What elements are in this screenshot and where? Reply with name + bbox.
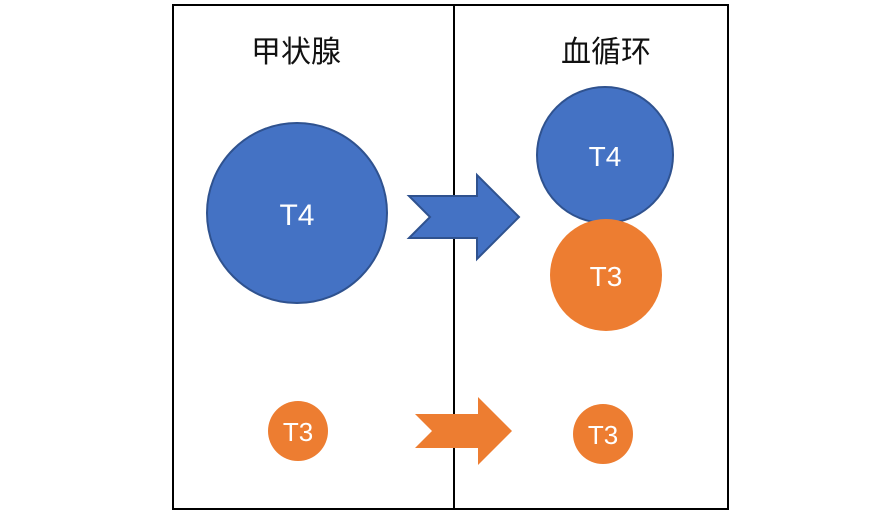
thyroid-t3-label: T3 <box>283 417 313 447</box>
circulation-t3-label: T3 <box>590 261 623 292</box>
thyroid-t4-circle <box>206 122 388 304</box>
thyroid-title: 甲状腺 <box>251 35 341 70</box>
circulation-small-t3-circle <box>573 404 633 464</box>
circulation-small-t3-label: T3 <box>588 420 618 450</box>
top-arrow-icon <box>406 172 521 262</box>
thyroid-t3-circle <box>268 401 328 461</box>
thyroid-t4-label: T4 <box>279 199 314 232</box>
circulation-t3-circle <box>550 219 662 331</box>
bottom-arrow-icon <box>415 397 512 465</box>
circulation-title: 血循环 <box>561 35 651 70</box>
right-panel <box>453 4 729 510</box>
circulation-t4-label: T4 <box>589 141 622 172</box>
